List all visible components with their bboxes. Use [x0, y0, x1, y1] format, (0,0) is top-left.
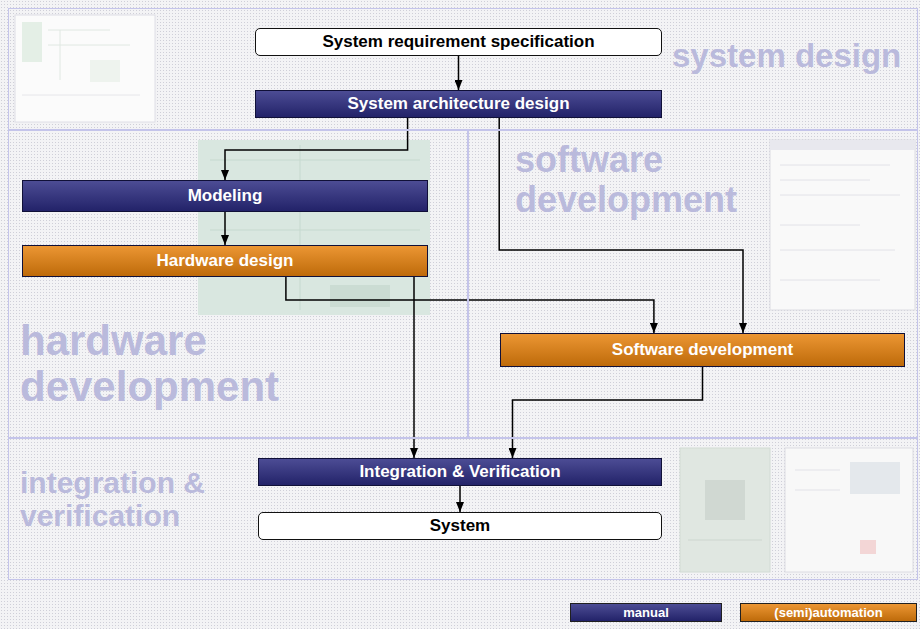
tool-screenshot: [785, 448, 913, 572]
box-label: Hardware design: [157, 251, 294, 271]
board-picture: [680, 448, 770, 572]
region-band: system design System requirement specific…: [8, 8, 918, 130]
box-label: Software development: [612, 340, 793, 360]
watermark-text: hardware development: [20, 318, 400, 410]
region-band: hardware development ModelingHardware des…: [8, 130, 468, 438]
region-band: integration & verification Integration & …: [8, 438, 918, 580]
code-screenshot: [770, 140, 915, 310]
process-box: Software development: [500, 333, 905, 367]
watermark-text: software development: [515, 140, 765, 219]
region-band: software developmentSoftware development: [468, 130, 918, 438]
connector-arrow: [286, 277, 654, 333]
legend-swatch: (semi)automation: [740, 603, 917, 622]
watermark-text: system design: [672, 38, 912, 74]
box-label: Integration & Verification: [359, 462, 560, 482]
process-box: System architecture design: [255, 90, 662, 118]
connector-arrow: [413, 277, 415, 458]
watermark-text: integration & verification: [20, 466, 250, 532]
schematic-thumbnail: [15, 15, 155, 122]
legend-swatch: manual: [570, 603, 722, 622]
box-label: System requirement specification: [322, 32, 594, 52]
process-box: System: [258, 512, 662, 540]
pcb-picture: [198, 140, 430, 315]
box-label: System architecture design: [347, 94, 569, 114]
process-box: Integration & Verification: [258, 458, 662, 486]
connector-arrow: [459, 486, 461, 512]
connector-arrow: [224, 212, 226, 245]
process-box: Modeling: [22, 180, 428, 212]
box-label: System: [430, 516, 490, 536]
box-label: Modeling: [188, 186, 263, 206]
legend-text: (semi)automation: [774, 605, 882, 621]
process-box: Hardware design: [22, 245, 428, 277]
connector-arrow: [225, 118, 408, 180]
process-box: System requirement specification: [255, 28, 662, 56]
connector-arrow: [458, 56, 460, 90]
connector-arrow: [513, 367, 703, 458]
legend-text: manual: [623, 605, 669, 621]
